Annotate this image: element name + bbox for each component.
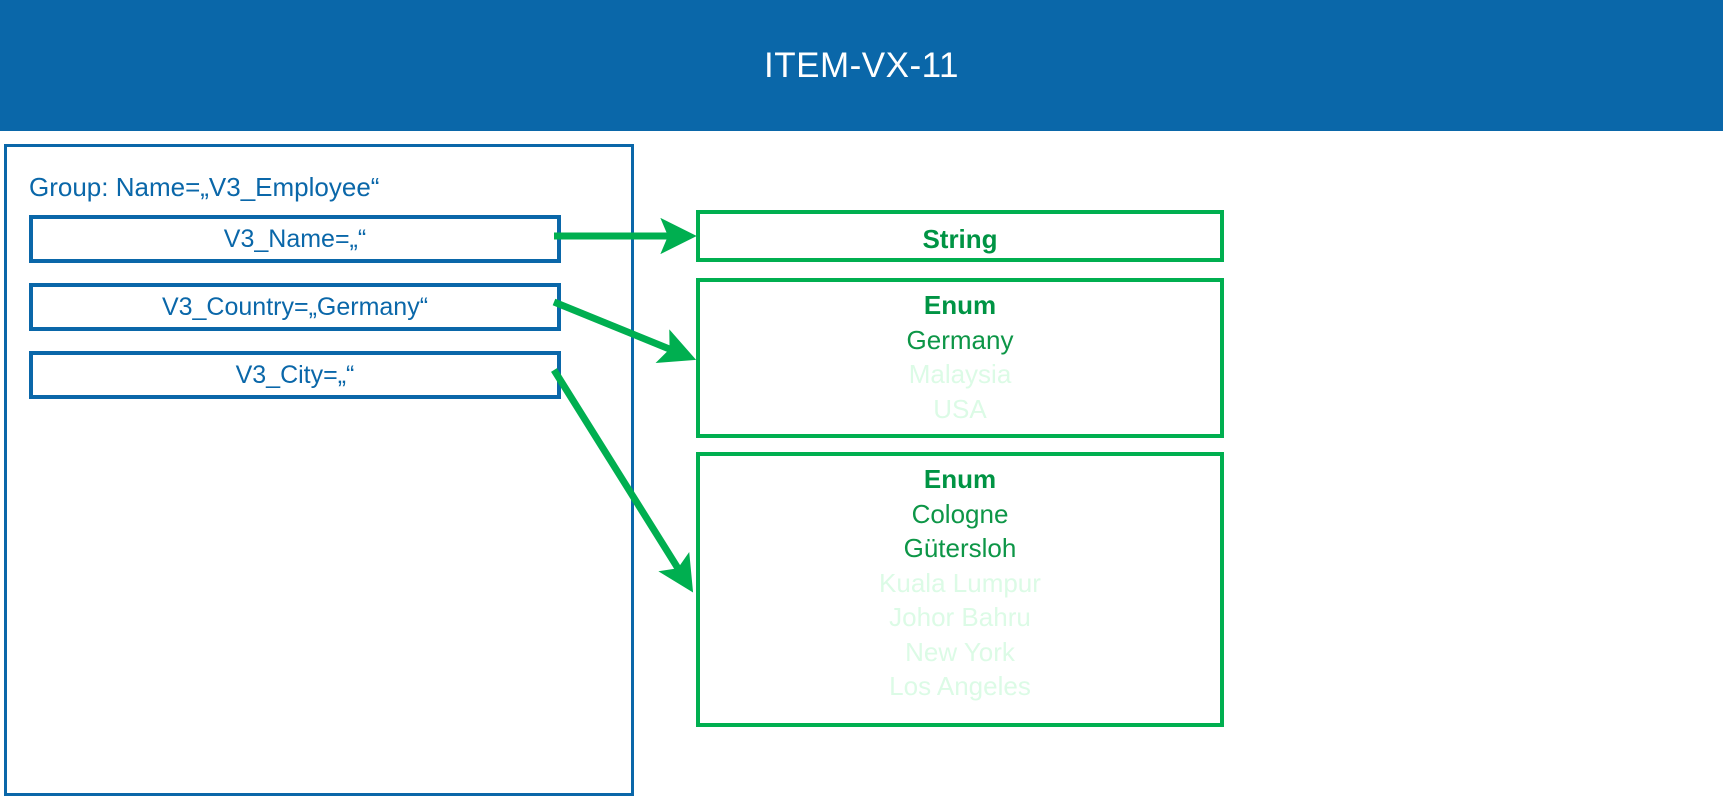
type-kind-city-enum: Enum (923, 464, 997, 494)
header-banner: ITEM-VX-11 (0, 0, 1723, 131)
group-panel-label: Group: Name=„V3_Employee“ (29, 172, 380, 202)
field-box-v3-name[interactable]: V3_Name=„“ (29, 215, 561, 263)
type-box-country-enum[interactable]: Enum Germany Malaysia USA (696, 278, 1224, 438)
enum-value-germany: Germany (906, 324, 1014, 355)
enum-value-johor-bahru: Johor Bahru (889, 602, 1031, 633)
field-box-v3-city[interactable]: V3_City=„“ (29, 351, 561, 399)
enum-value-los-angeles: Los Angeles (889, 671, 1031, 702)
enum-value-cologne: Cologne (911, 498, 1009, 529)
enum-value-usa: USA (933, 393, 987, 424)
enum-value-new-york: New York (905, 636, 1015, 667)
field-label-v3-country: V3_Country=„Germany“ (161, 292, 429, 321)
type-kind-country-enum: Enum (923, 290, 997, 320)
type-box-string[interactable]: String (696, 210, 1224, 262)
field-box-v3-country[interactable]: V3_Country=„Germany“ (29, 283, 561, 331)
page-title: ITEM-VX-11 (764, 46, 959, 85)
enum-value-kuala-lumpur: Kuala Lumpur (879, 567, 1041, 598)
enum-value-malaysia: Malaysia (908, 359, 1012, 390)
type-kind-string: String (922, 224, 998, 254)
type-box-city-enum[interactable]: Enum Cologne Gütersloh Kuala Lumpur Joho… (696, 452, 1224, 727)
field-label-v3-city: V3_City=„“ (235, 360, 355, 389)
field-label-v3-name: V3_Name=„“ (223, 224, 367, 253)
enum-value-guetersloh: Gütersloh (903, 533, 1017, 564)
group-panel: Group: Name=„V3_Employee“ V3_Name=„“ V3_… (4, 144, 634, 796)
